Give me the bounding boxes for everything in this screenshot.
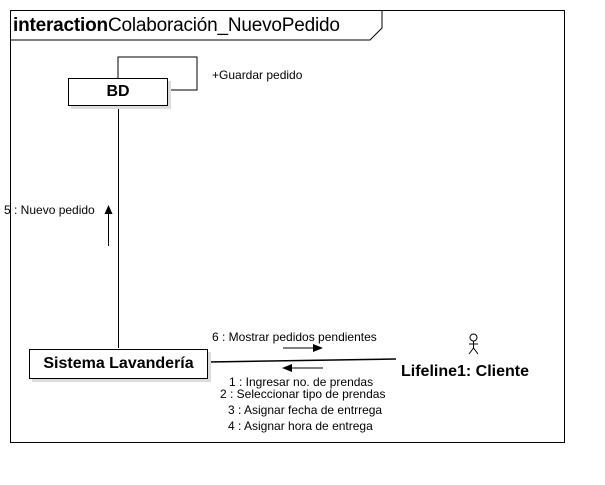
message-4-label: 4 : Asignar hora de entrega [228, 419, 373, 433]
message-3-label: 3 : Asignar fecha de entrrega [228, 403, 383, 417]
bd-self-link [117, 56, 198, 91]
message-6-arrowhead [313, 344, 323, 352]
object-bd-label: BD [106, 83, 130, 100]
interaction-frame: interactionColaboración_NuevoPedido [10, 10, 565, 443]
message-guardar-pedido: +Guardar pedido [212, 68, 303, 82]
frame-tab-outline [11, 11, 383, 41]
object-sistema-lavanderia[interactable]: Sistema Lavandería [29, 349, 208, 379]
message-1-label: 1 : Ingresar no. de prendas [229, 375, 374, 389]
message-6-label: 6 : Mostrar pedidos pendientes [212, 330, 377, 344]
message-1-arrowhead [282, 364, 292, 372]
message-5-label: 5 : Nuevo pedido [4, 203, 95, 217]
message-2-label: 2 : Seleccionar tipo de prendas [220, 387, 386, 401]
message-5-arrowhead [104, 205, 113, 214]
object-bd[interactable]: BD [68, 78, 168, 106]
sistema-cliente-link [207, 358, 397, 363]
frame-name: Colaboración_NuevoPedido [107, 15, 340, 36]
frame-keyword: interaction [13, 15, 108, 36]
actor-icon [468, 333, 479, 355]
frame-title: interactionColaboración_NuevoPedido [13, 15, 340, 37]
object-sistema-label: Sistema Lavandería [43, 355, 194, 372]
actor-cliente-label[interactable]: Lifeline1: Cliente [401, 363, 530, 380]
